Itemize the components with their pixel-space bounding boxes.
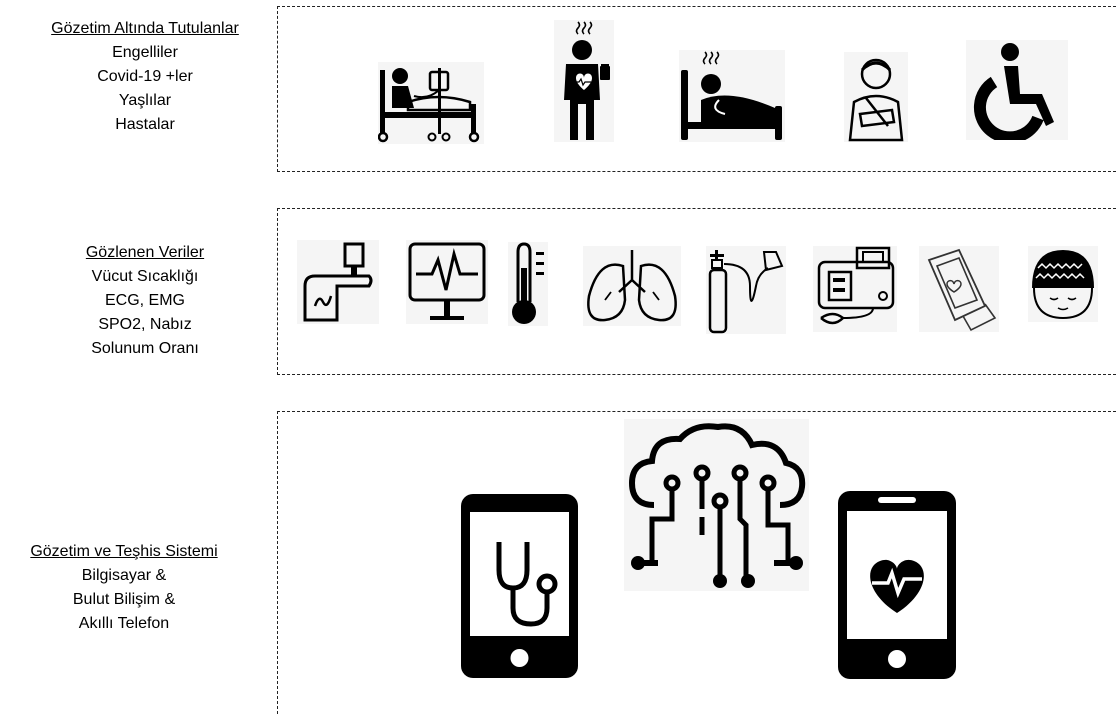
- phone-heart-icon: [836, 489, 958, 681]
- observed-data-text: Gözlenen Veriler Vücut Sıcaklığı ECG, EM…: [14, 241, 276, 361]
- list-item: Akıllı Telefon: [78, 615, 170, 632]
- sick-in-bed-icon: [679, 50, 785, 142]
- smartwatch-heart-rate-icon: [919, 246, 999, 332]
- list-item: SPO2, Nabız: [98, 316, 192, 333]
- wheelchair-icon: [966, 40, 1068, 140]
- list-item: Engelliler: [112, 44, 178, 61]
- phone-stethoscope-icon: [459, 492, 580, 680]
- system-text: Gözetim ve Teşhis Sistemi Bilgisayar & B…: [4, 540, 244, 636]
- system-frame: [277, 411, 1116, 714]
- pulse-oximeter-finger-icon: [297, 240, 379, 324]
- patients-group-text: Gözetim Altında Tutulanlar Engelliler Co…: [14, 17, 276, 137]
- eeg-cap-icon: [1028, 246, 1098, 322]
- section-title-system: Gözetim ve Teşhis Sistemi: [30, 543, 218, 560]
- blood-pressure-monitor-icon: [813, 246, 897, 332]
- sick-person-icon: [554, 20, 614, 142]
- ecg-monitor-icon: [406, 240, 488, 324]
- list-item: Yaşlılar: [118, 92, 172, 109]
- lungs-icon: [583, 246, 681, 326]
- list-item: Bulut Bilişim &: [72, 591, 176, 608]
- list-item: Bilgisayar &: [81, 567, 167, 584]
- section-title-observed: Gözlenen Veriler: [85, 244, 205, 261]
- injured-arm-sling-icon: [844, 52, 908, 142]
- observed-data-frame: [277, 208, 1116, 375]
- list-item: ECG, EMG: [104, 292, 185, 309]
- patients-frame: [277, 6, 1116, 172]
- hospital-bed-patient-icon: [378, 62, 484, 144]
- list-item: Solunum Oranı: [91, 340, 199, 357]
- list-item: Covid-19 +ler: [97, 68, 193, 85]
- list-item: Vücut Sıcaklığı: [91, 268, 199, 285]
- list-item: Hastalar: [115, 116, 175, 133]
- cloud-computing-icon: [624, 419, 809, 591]
- thermometer-icon: [508, 242, 548, 326]
- section-title-patients: Gözetim Altında Tutulanlar: [51, 20, 239, 37]
- oxygen-tank-mask-icon: [706, 246, 786, 334]
